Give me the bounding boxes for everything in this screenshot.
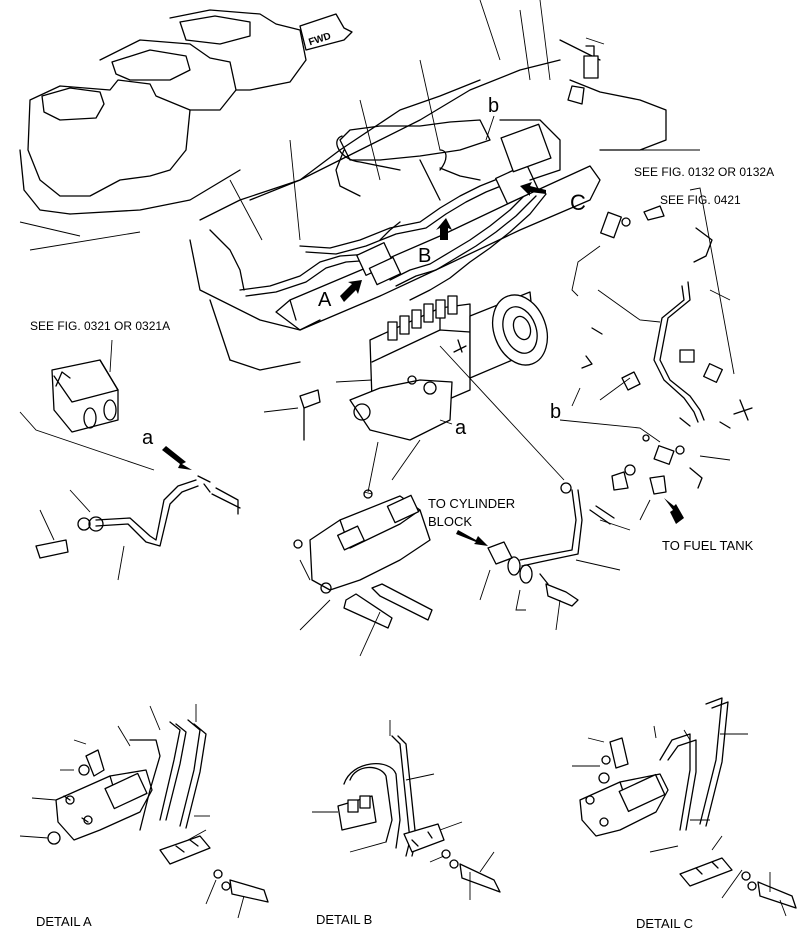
arrow-c-label: C xyxy=(570,190,586,215)
to-cylinder-block-arrow-icon xyxy=(456,530,488,546)
to-fuel-tank-arrow-icon xyxy=(664,498,684,524)
fwd-arrow-icon xyxy=(299,13,353,51)
support-bracket xyxy=(293,441,433,657)
see-fig-0321-label: SEE FIG. 0321 OR 0321A xyxy=(30,319,170,333)
detail-c: DETAIL C xyxy=(572,697,797,930)
view-arrow-b-icon xyxy=(436,218,452,240)
cylinder-block-line: TO CYLINDER BLOCK xyxy=(428,345,631,631)
to-fuel-tank-label: TO FUEL TANK xyxy=(662,538,754,553)
view-arrow-a-icon xyxy=(340,280,362,302)
left-fitting-group: SEE FIG. 0321 OR 0321A a xyxy=(19,319,241,581)
arrow-b-label: B xyxy=(418,245,431,267)
detail-b-label: DETAIL B xyxy=(316,912,372,927)
detail-c-label: DETAIL C xyxy=(636,916,693,930)
detail-a-label: DETAIL A xyxy=(36,914,92,929)
ref-a-arrow-icon xyxy=(162,446,192,470)
to-cylinder-block-label: BLOCK xyxy=(428,514,472,529)
to-cylinder-label: TO CYLINDER xyxy=(428,496,515,511)
detail-b: DETAIL B xyxy=(312,720,501,927)
detail-a: DETAIL A xyxy=(19,704,269,929)
see-fig-0421-label: SEE FIG. 0421 xyxy=(660,193,741,207)
ref-a-label: a xyxy=(455,417,467,439)
ref-b-top-label: b xyxy=(488,95,499,117)
fuel-filter-fittings: b TO FUEL TANK SEE FIG. 0132 OR 0132A SE… xyxy=(550,165,774,553)
injection-pump: a xyxy=(263,291,549,481)
see-fig-0132-label: SEE FIG. 0132 OR 0132A xyxy=(634,165,774,179)
view-arrow-c-icon xyxy=(520,182,546,196)
engine-block: FWD A B C b xyxy=(19,0,700,371)
ref-b-right-label: b xyxy=(550,401,561,423)
arrow-a-label: A xyxy=(318,289,332,311)
ref-a-left-label: a xyxy=(142,427,154,449)
